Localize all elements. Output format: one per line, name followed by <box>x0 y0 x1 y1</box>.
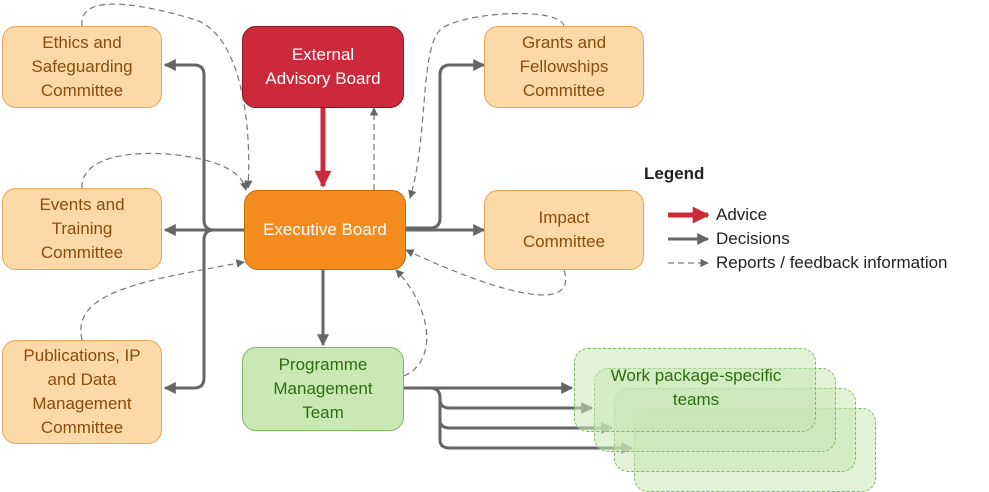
decision-to-publications <box>163 228 215 394</box>
impact-committee: Impact Committee <box>484 190 644 270</box>
decision-to-ethics <box>163 59 246 232</box>
publications-committee: Publications, IP and Data Management Com… <box>2 340 162 444</box>
events-committee: Events and Training Committee <box>2 188 162 270</box>
programme-management-team: Programme Management Team <box>242 347 404 431</box>
report-from-publications <box>80 259 245 341</box>
grants-committee: Grants and Fellowships Committee <box>484 26 644 108</box>
external-advisory-board: External Advisory Board <box>242 26 404 108</box>
report-from-grants <box>408 12 565 199</box>
workpackage-card-1 <box>574 348 816 432</box>
report-from-programme <box>395 269 428 377</box>
decision-to-wp-4 <box>438 420 634 454</box>
report-from-events <box>81 152 249 191</box>
decision-to-wp-2 <box>429 386 594 414</box>
decision-to-grants <box>404 59 486 230</box>
legend-advice-label: Advice <box>716 205 768 224</box>
report-from-impact <box>405 249 567 296</box>
report-arrows <box>80 3 567 377</box>
workpackage-label: Work package-specific teams <box>610 366 782 409</box>
legend-reports-label: Reports / feedback information <box>716 253 948 272</box>
legend-symbols <box>668 206 710 268</box>
legend-decisions-label: Decisions <box>716 229 790 248</box>
report-from-ethics <box>81 3 253 189</box>
decision-arrows <box>163 59 634 454</box>
executive-board: Executive Board <box>244 190 406 270</box>
ethics-committee: Ethics and Safeguarding Committee <box>2 26 162 108</box>
legend-title: Legend <box>644 164 705 183</box>
